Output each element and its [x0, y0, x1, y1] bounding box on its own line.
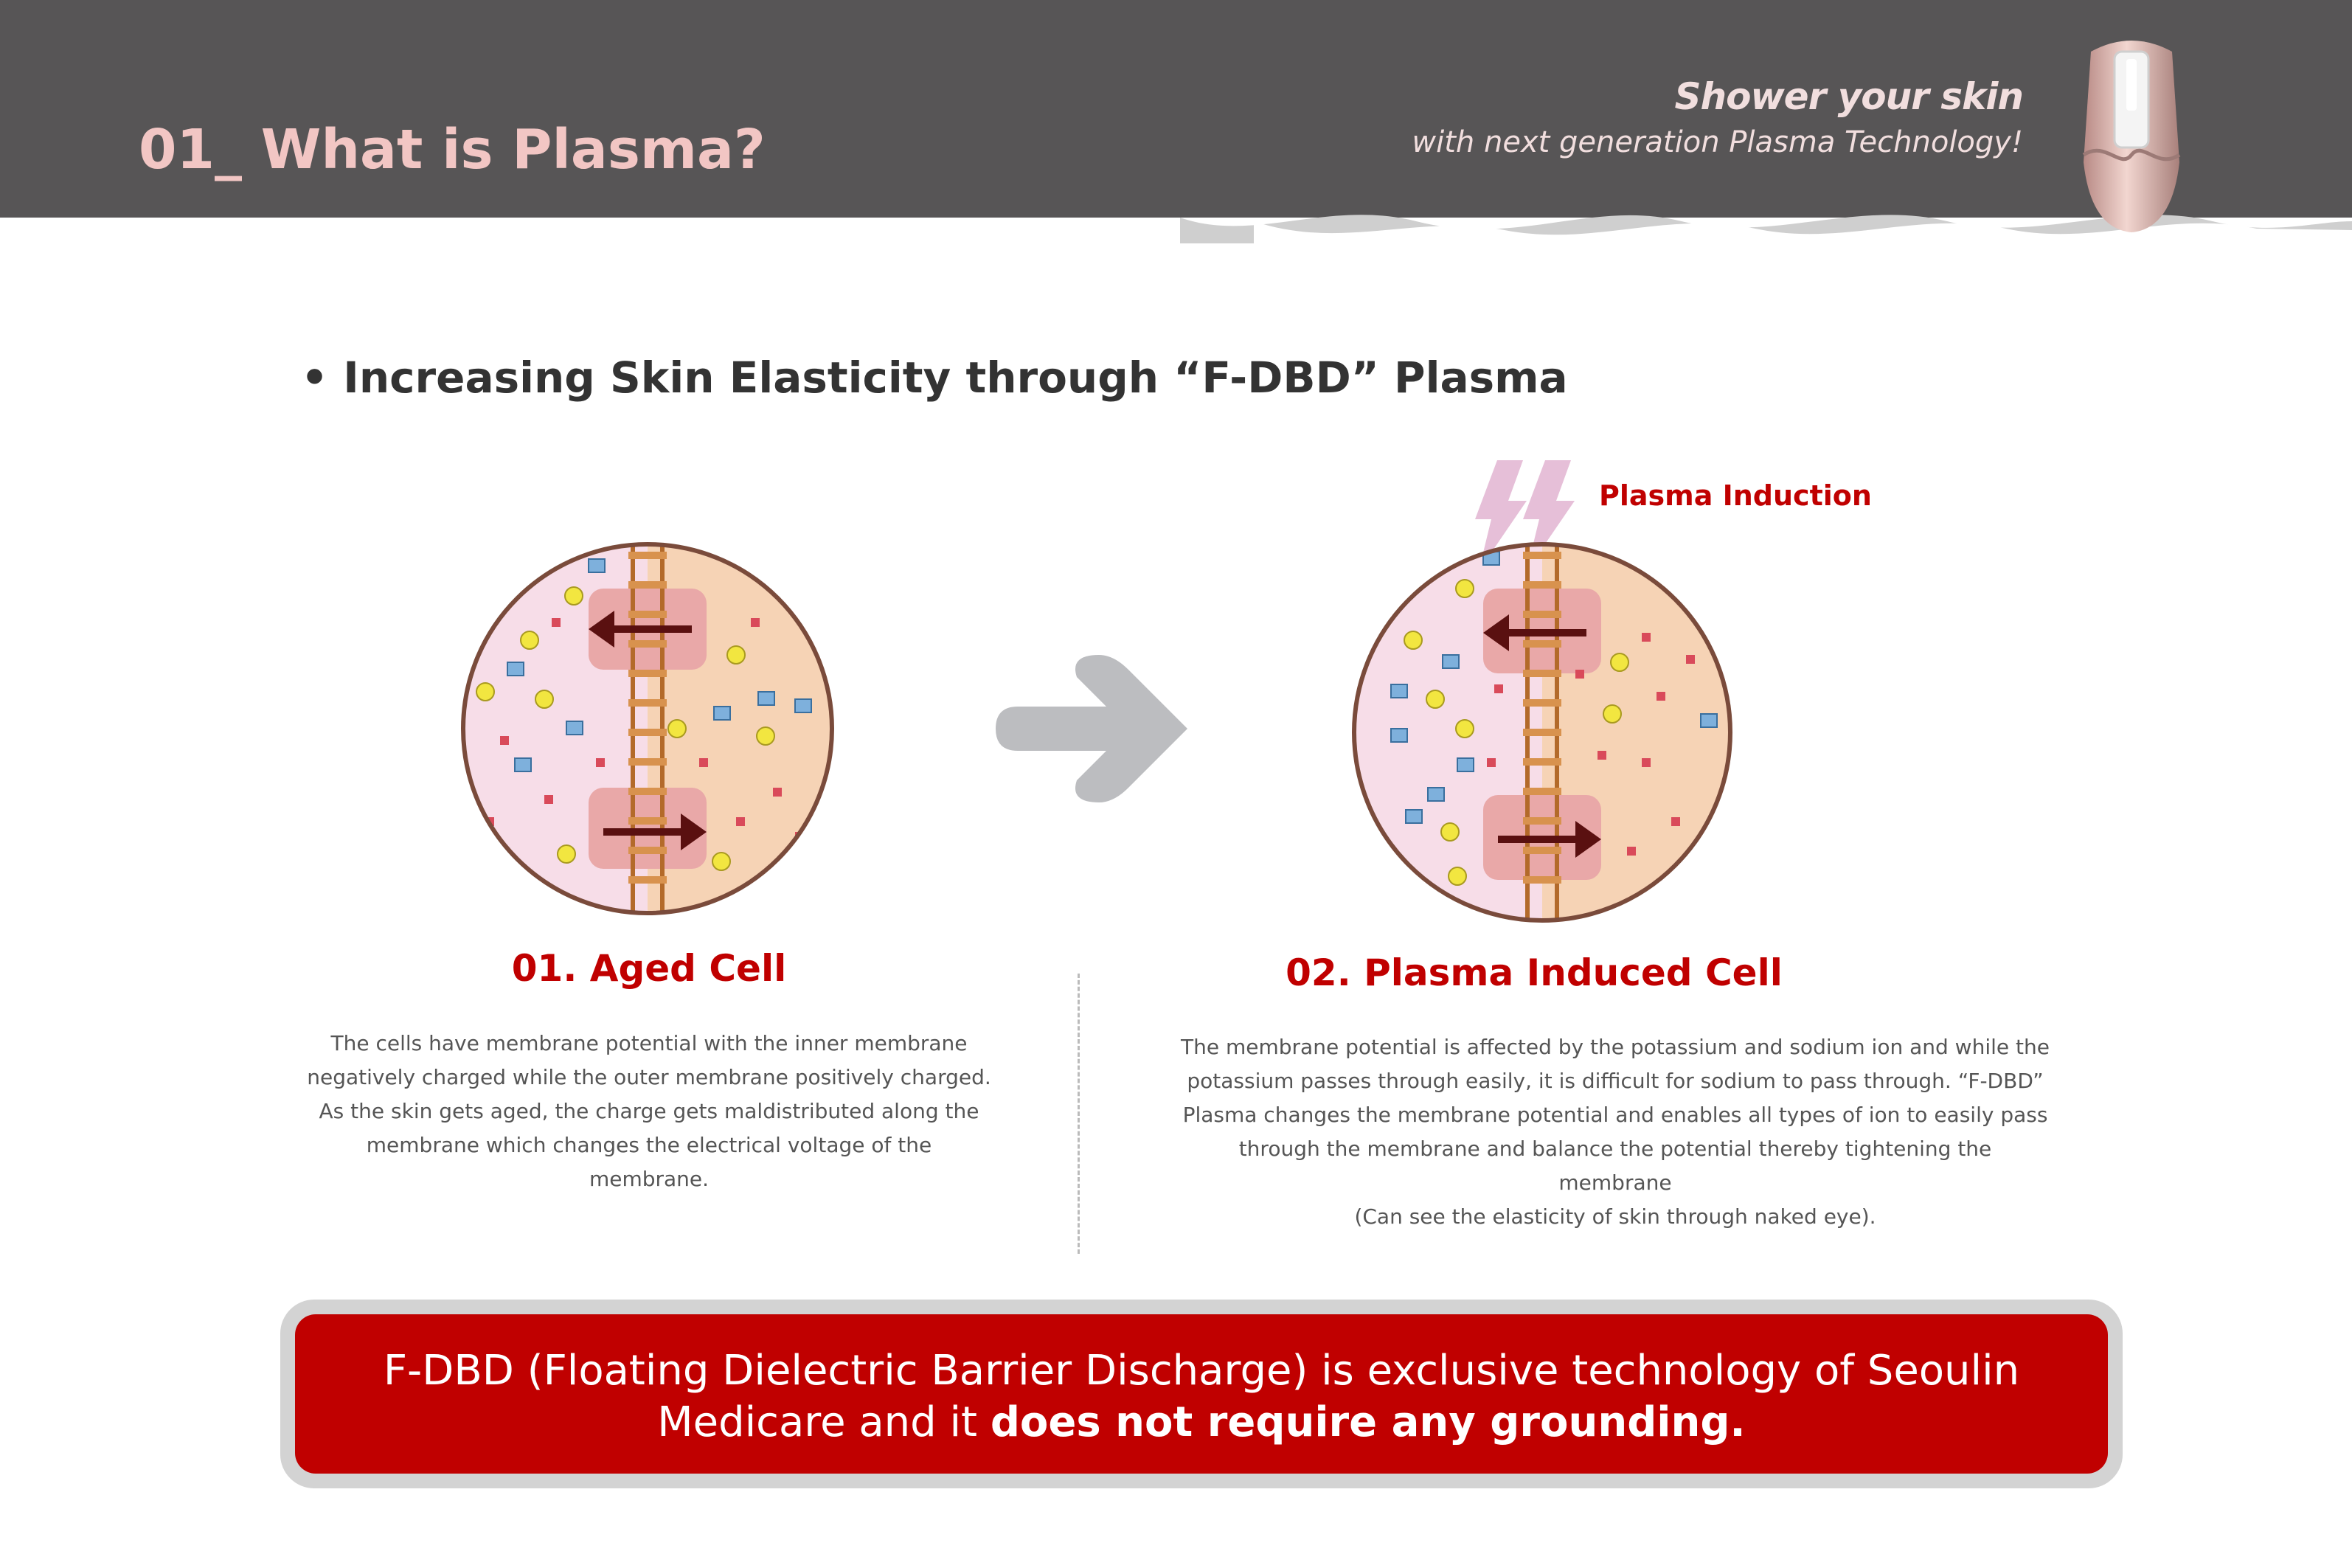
- description-line: negatively charged while the outer membr…: [307, 1065, 991, 1089]
- plasma-induced-cell-description: The membrane potential is affected by th…: [1180, 1030, 2050, 1234]
- description-line: potassium passes through easily, it is d…: [1187, 1069, 2044, 1093]
- description-line: As the skin gets aged, the charge gets m…: [319, 1099, 979, 1123]
- description-line: Plasma changes the membrane potential an…: [1182, 1103, 2048, 1127]
- header-background: [0, 0, 2352, 243]
- description-line: membrane which changes the electrical vo…: [366, 1133, 932, 1157]
- description-line: through the membrane and balance the pot…: [1238, 1137, 1992, 1195]
- slogan-sub: with next generation Plasma Technology!: [1412, 125, 2023, 159]
- plasma-induced-cell-illustration: [1352, 542, 1732, 923]
- plasma-induction-label: Plasma Induction: [1599, 479, 1872, 512]
- slogan-main: Shower your skin: [1674, 75, 2024, 118]
- description-line: (Can see the elasticity of skin through …: [1354, 1204, 1876, 1229]
- description-line: membrane.: [589, 1167, 710, 1191]
- section-subtitle: • Increasing Skin Elasticity through “F-…: [301, 353, 1568, 403]
- banner-text: F-DBD (Floating Dielectric Barrier Disch…: [383, 1347, 2020, 1446]
- section-title: 01_ What is Plasma?: [139, 118, 766, 181]
- plasma-device-image: [2082, 41, 2181, 232]
- plasma-induced-cell-title: 02. Plasma Induced Cell: [1286, 951, 1783, 994]
- description-line: The membrane potential is affected by th…: [1181, 1035, 2050, 1059]
- aged-cell-illustration: [461, 542, 834, 915]
- column-divider: [1078, 974, 1080, 1254]
- banner-emphasis: does not require any grounding.: [990, 1398, 1746, 1446]
- description-line: The cells have membrane potential with t…: [330, 1031, 968, 1055]
- aged-cell-title: 01. Aged Cell: [511, 947, 787, 990]
- aged-cell-description: The cells have membrane potential with t…: [280, 1027, 1018, 1196]
- transition-arrow-icon: [996, 655, 1187, 802]
- fdbd-banner: F-DBD (Floating Dielectric Barrier Disch…: [295, 1314, 2108, 1474]
